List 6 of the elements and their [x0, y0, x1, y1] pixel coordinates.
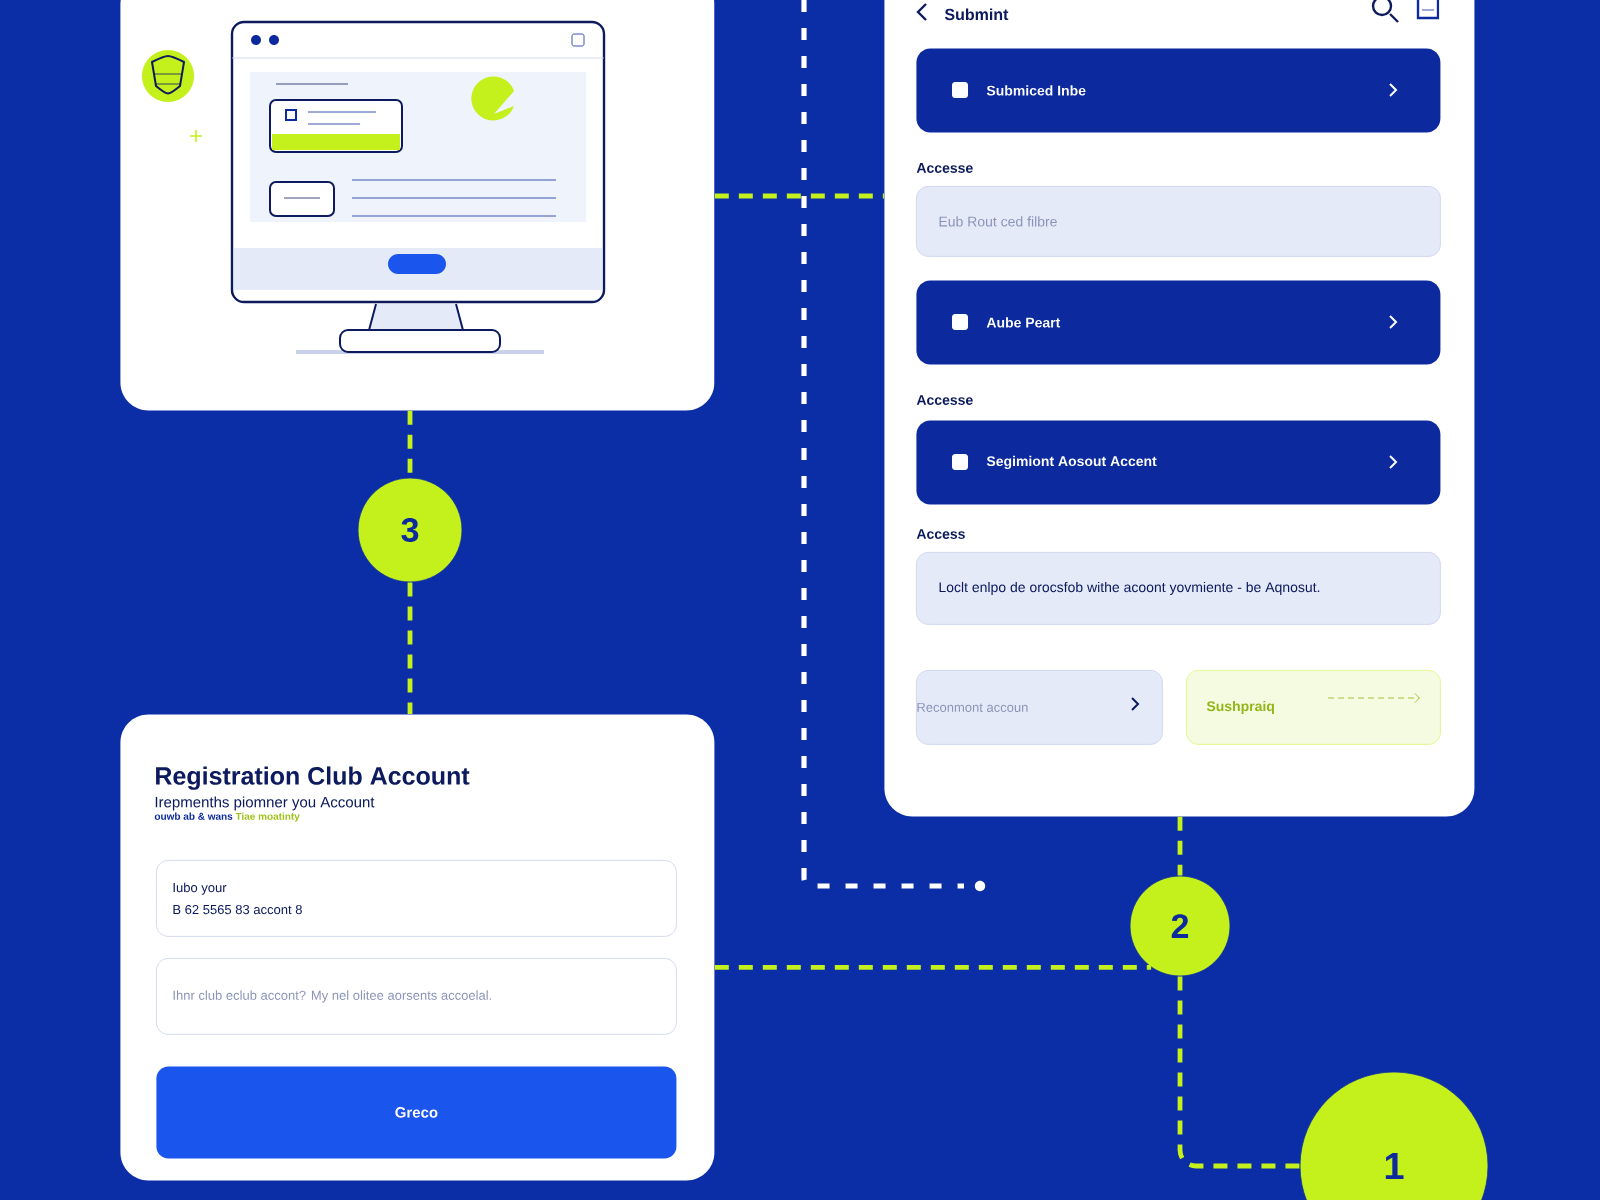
connector — [407, 410, 413, 478]
connector — [1177, 816, 1183, 876]
connector — [1177, 976, 1300, 1169]
connector — [407, 582, 413, 714]
connector — [714, 964, 1152, 970]
connector — [714, 193, 884, 199]
